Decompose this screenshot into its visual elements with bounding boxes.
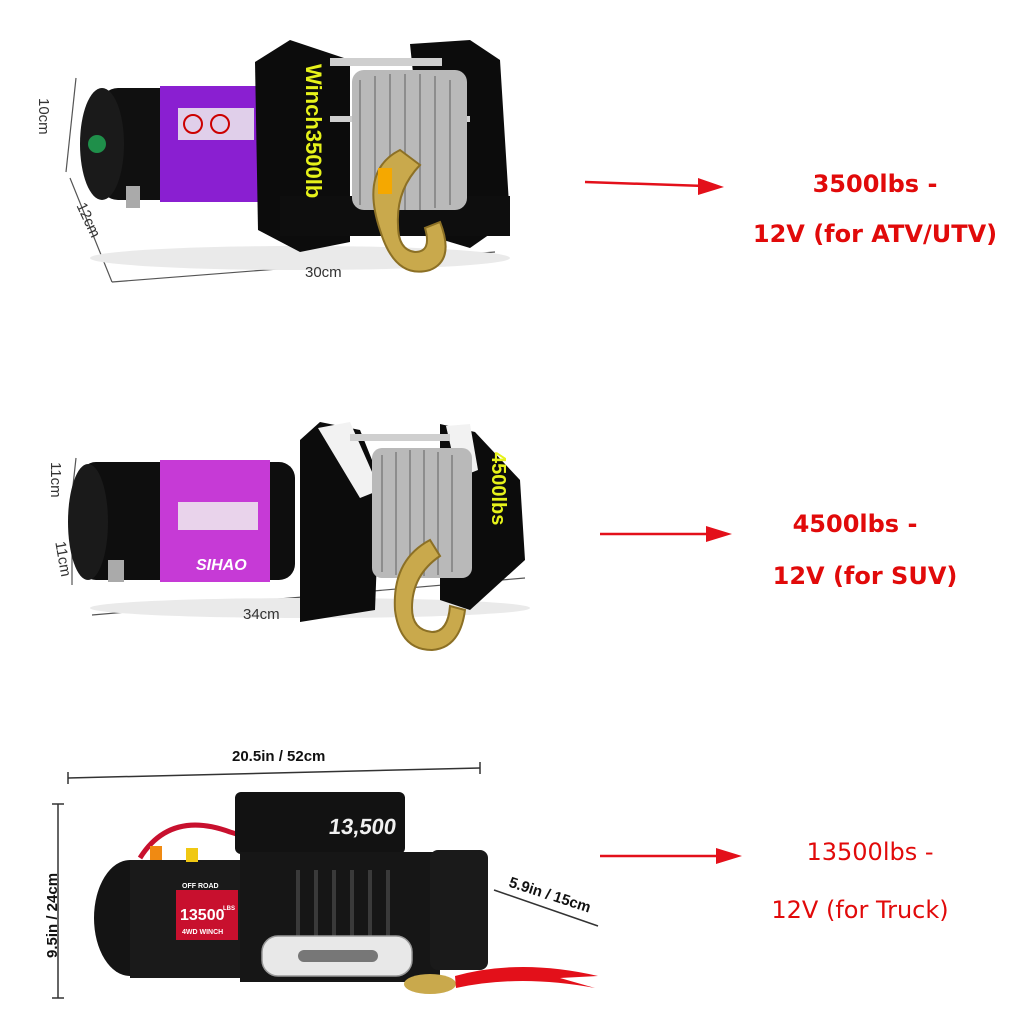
arrow-right-icon: [584, 178, 724, 195]
voltage-use-text: 12V (for Truck): [771, 896, 949, 924]
arrow-right-icon: [600, 848, 742, 864]
control-box: [235, 792, 405, 854]
winch-13500-image: OFF ROAD 13500 LBS 4WD WINCH 13,500: [52, 762, 599, 999]
capacity-text: 3500lbs -: [812, 170, 938, 198]
product-row-3500: Winch3500lb 10cm 12cm 30cm 3500lbs - 12V…: [0, 0, 1024, 320]
winch-model-label: 4500lbs: [487, 452, 509, 525]
capacity-text: 4500lbs -: [792, 510, 918, 538]
power-indicator: [88, 135, 106, 153]
winch-3500-image: Winch3500lb: [65, 40, 510, 283]
dim-length: 30cm: [305, 264, 342, 281]
product-row-13500: OFF ROAD 13500 LBS 4WD WINCH 13,500 20.5…: [0, 740, 1024, 1024]
drum-label-purple: [160, 86, 265, 202]
svg-text:OFF ROAD: OFF ROAD: [182, 883, 219, 890]
motor-label: [176, 890, 238, 940]
product-row-4500: 4500lbs SIHAO 11cm 11cm 34cm 4500lbs - 1…: [0, 410, 1024, 670]
voltage-use-text: 12V (for ATV/UTV): [752, 220, 998, 248]
dim-length: 20.5in / 52cm: [232, 748, 326, 765]
hook-icon: [393, 538, 467, 652]
winch-4500-image: 4500lbs SIHAO: [68, 422, 530, 652]
svg-text:LBS: LBS: [223, 906, 235, 912]
brand-logo: SIHAO: [196, 557, 247, 574]
dim-length: 34cm: [243, 606, 280, 623]
capacity-text: 13500lbs -: [806, 838, 934, 866]
svg-text:4WD WINCH: 4WD WINCH: [182, 929, 223, 936]
voltage-use-text: 12V (for SUV): [772, 562, 958, 590]
winch-model-label: Winch3500lb: [301, 64, 326, 198]
control-box-label: 13,500: [327, 814, 398, 839]
arrow-right-icon: [600, 526, 732, 542]
motor-capacity-label: 13500: [180, 907, 225, 924]
